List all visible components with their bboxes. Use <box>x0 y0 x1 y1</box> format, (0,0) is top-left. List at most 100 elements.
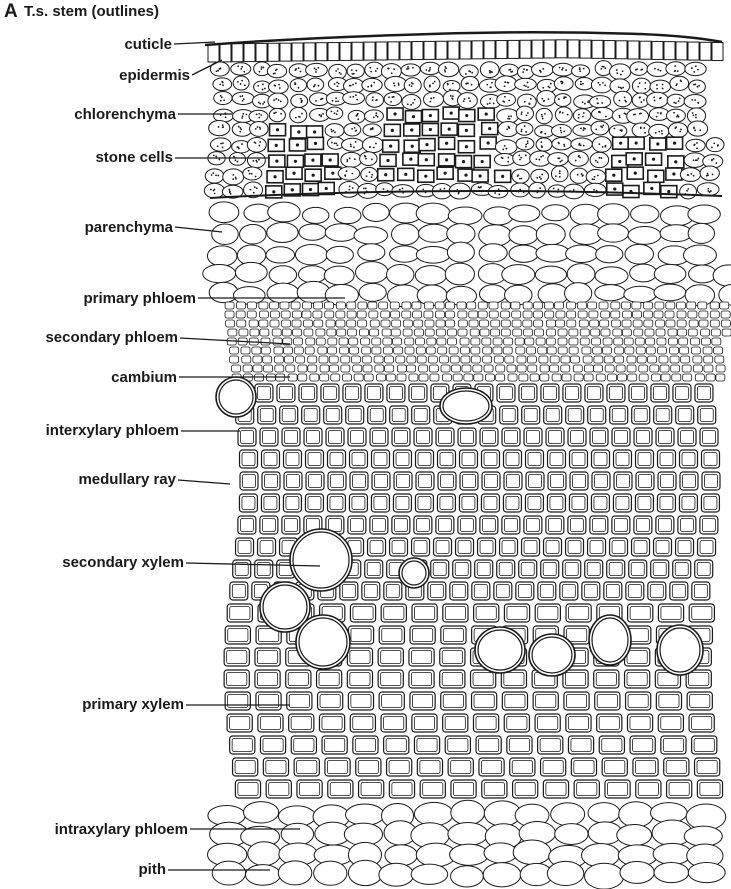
xylem-cell-lumen <box>228 629 248 642</box>
stone-cell-pit <box>633 157 636 160</box>
phloem-cell <box>569 329 578 336</box>
chloroplast-dot <box>601 126 603 128</box>
xylem-cell-lumen <box>628 695 648 708</box>
xylem-cell-lumen <box>414 541 427 554</box>
phloem-cell <box>655 302 664 309</box>
chloroplast-dot <box>507 161 509 163</box>
chloroplast-dot <box>490 71 492 73</box>
phloem-cell <box>496 374 505 381</box>
chloroplast-dot <box>680 128 682 130</box>
chloroplast-dot <box>563 145 565 147</box>
xylem-cell-lumen <box>235 761 255 774</box>
chlorenchyma-cell <box>684 153 705 168</box>
xylem-cell-lumen <box>414 717 434 730</box>
phloem-cell <box>517 356 526 363</box>
chloroplast-dot <box>538 159 540 161</box>
xylem-cell-lumen <box>538 607 558 620</box>
phloem-cell <box>286 365 295 372</box>
parenchyma-cell <box>354 227 388 244</box>
stone-cell-pit <box>429 128 432 131</box>
phloem-cell <box>714 347 723 354</box>
xylem-cell-lumen <box>440 497 453 510</box>
xylem-cell-lumen <box>550 475 563 488</box>
chloroplast-dot <box>620 74 622 76</box>
phloem-cell <box>657 347 666 354</box>
phloem-cell <box>402 311 411 318</box>
parenchyma-cell <box>479 225 512 246</box>
phloem-cell <box>275 365 284 372</box>
xylem-cell-lumen <box>327 761 347 774</box>
pith-cell <box>385 845 417 866</box>
chloroplast-dot <box>410 104 412 106</box>
phloem-cell <box>241 347 250 354</box>
xylem-cell-lumen <box>614 519 627 532</box>
chloroplast-dot <box>557 157 559 159</box>
xylem-cell-lumen <box>607 783 627 796</box>
phloem-cell <box>569 347 578 354</box>
chloroplast-dot <box>656 88 658 90</box>
chloroplast-dot <box>560 127 562 129</box>
xylem-cell-lumen <box>627 651 647 664</box>
xylem-cell-lumen <box>528 453 541 466</box>
chloroplast-dot <box>295 83 297 85</box>
parenchyma-cell <box>235 262 267 282</box>
phloem-cell <box>577 302 586 309</box>
xylem-cell-lumen <box>587 563 600 576</box>
chloroplast-dot <box>522 71 524 73</box>
chlorenchyma-cell <box>554 77 573 91</box>
xylem-cell-lumen <box>653 563 666 576</box>
xylem-cell-lumen <box>540 739 560 752</box>
phloem-cell <box>605 365 614 372</box>
chlorenchyma-cell <box>568 151 588 166</box>
phloem-cell <box>329 356 338 363</box>
chloroplast-dot <box>256 187 258 189</box>
chloroplast-dot <box>503 101 505 103</box>
chloroplast-dot <box>257 126 259 128</box>
chloroplast-dot <box>331 131 333 133</box>
pith-cell <box>451 866 484 887</box>
phloem-cell <box>677 311 686 318</box>
chloroplast-dot <box>215 155 217 157</box>
phloem-cell <box>403 320 412 327</box>
chlorenchyma-cell <box>247 137 266 152</box>
xylem-cell-lumen <box>330 497 343 510</box>
phloem-cell <box>590 320 599 327</box>
xylem-cell-lumen <box>227 651 247 664</box>
chloroplast-dot <box>490 86 492 88</box>
xylem-cell-lumen <box>264 497 277 510</box>
chloroplast-dot <box>560 81 562 83</box>
chloroplast-dot <box>373 147 375 149</box>
parenchyma-cell <box>502 265 535 285</box>
xylem-cell-lumen <box>694 739 714 752</box>
phloem-cell <box>650 365 659 372</box>
chloroplast-dot <box>241 143 243 145</box>
chloroplast-dot <box>559 172 561 174</box>
phloem-cell <box>429 365 438 372</box>
chloroplast-dot <box>232 178 234 180</box>
xylem-cell-lumen <box>524 541 537 554</box>
phloem-cell <box>326 320 335 327</box>
xylem-cell-lumen <box>353 607 373 620</box>
chloroplast-dot <box>444 69 446 71</box>
phloem-cell <box>430 374 439 381</box>
chlorenchyma-cell <box>650 80 671 93</box>
phloem-cell <box>603 338 612 345</box>
parenchyma-cell <box>479 244 507 262</box>
chloroplast-dot <box>527 142 529 144</box>
xylem-cell-lumen <box>284 519 297 532</box>
phloem-cell <box>623 311 632 318</box>
chlorenchyma-cell <box>205 169 224 183</box>
phloem-cell <box>550 356 559 363</box>
phloem-cell <box>385 365 394 372</box>
chloroplast-dot <box>616 69 618 71</box>
phloem-cell <box>436 329 445 336</box>
chloroplast-dot <box>278 84 280 86</box>
xylem-cell-lumen <box>389 387 402 400</box>
chloroplast-dot <box>583 129 585 131</box>
chlorenchyma-cell <box>229 153 245 166</box>
xylem-cell-lumen <box>602 739 622 752</box>
stone-cell-pit <box>672 172 675 175</box>
xylem-cell-lumen <box>288 673 308 686</box>
phloem-cell <box>594 365 603 372</box>
chloroplast-dot <box>337 85 339 87</box>
